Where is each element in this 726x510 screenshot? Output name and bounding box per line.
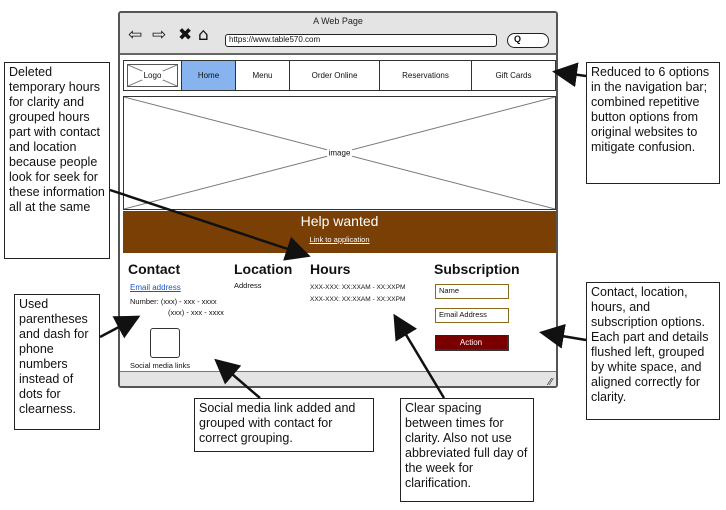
annotation-spacing: Clear spacing between times for clarity.… xyxy=(400,398,534,502)
browser-window: A Web Page ⇦ ⇨ ✖ ⌂ https://www.table570.… xyxy=(118,11,558,388)
back-arrow-icon[interactable]: ⇦ xyxy=(128,25,143,45)
forward-arrow-icon[interactable]: ⇨ xyxy=(152,25,167,45)
address: Address xyxy=(234,281,262,290)
application-link[interactable]: Link to application xyxy=(309,235,370,244)
action-button[interactable]: Action xyxy=(435,335,509,351)
browser-toolbar: A Web Page ⇦ ⇨ ✖ ⌂ https://www.table570.… xyxy=(120,13,556,55)
nav-menu[interactable]: Menu xyxy=(236,61,290,90)
hours-line-1: XXX-XXX: XX:XXAM - XX:XXPM xyxy=(310,284,406,291)
home-icon[interactable]: ⌂ xyxy=(198,25,209,45)
phone-number: Number: (xxx) - xxx - xxxx xyxy=(130,297,217,306)
email-link[interactable]: Email address xyxy=(130,283,181,292)
annotation-hours: Deleted temporary hours for clarity and … xyxy=(4,62,110,259)
search-icon: Q xyxy=(514,34,522,44)
hours-line-2: XXX-XXX: XX:XXAM - XX:XXPM xyxy=(310,296,406,303)
name-input[interactable]: Name xyxy=(435,284,509,299)
arrow-nav xyxy=(552,62,587,88)
nav-home[interactable]: Home xyxy=(182,61,236,90)
annotation-nav: Reduced to 6 options in the navigation b… xyxy=(586,62,720,184)
location-heading: Location xyxy=(234,261,293,277)
logo-text: Logo xyxy=(141,71,164,80)
social-media-icon[interactable] xyxy=(150,328,180,358)
annotation-social: Social media link added and grouped with… xyxy=(194,398,374,452)
social-media-label[interactable]: Social media links xyxy=(130,361,191,370)
url-bar[interactable]: https://www.table570.com xyxy=(225,34,497,47)
annotation-phone: Used parentheses and dash for phone numb… xyxy=(14,294,100,430)
hero-image: image xyxy=(123,96,556,210)
logo[interactable]: Logo xyxy=(124,61,182,90)
search-button[interactable]: Q xyxy=(507,33,549,48)
subscription-heading: Subscription xyxy=(434,261,520,277)
window-title: A Web Page xyxy=(313,16,363,26)
nav-reservations[interactable]: Reservations xyxy=(380,61,472,90)
hero-image-label: image xyxy=(326,148,353,158)
contact-heading: Contact xyxy=(128,261,181,277)
hours-heading: Hours xyxy=(310,261,351,277)
nav-gift-cards[interactable]: Gift Cards xyxy=(495,71,532,80)
nav-order-online[interactable]: Order Online xyxy=(290,61,380,90)
status-bar: ⁄⁄ xyxy=(120,371,556,388)
resize-handle-icon[interactable]: ⁄⁄ xyxy=(548,377,552,388)
banner-title: Help wanted xyxy=(300,213,379,229)
phone-number-alt: (xxx) - xxx - xxxx xyxy=(168,308,224,317)
navigation-bar: Logo Home Menu Order Online Reservations… xyxy=(123,60,556,91)
annotation-layout: Contact, location, hours, and subscripti… xyxy=(586,282,720,420)
close-icon[interactable]: ✖ xyxy=(178,25,193,45)
help-wanted-banner: Help wanted Link to application xyxy=(123,211,556,253)
email-input[interactable]: Email Address xyxy=(435,308,509,323)
